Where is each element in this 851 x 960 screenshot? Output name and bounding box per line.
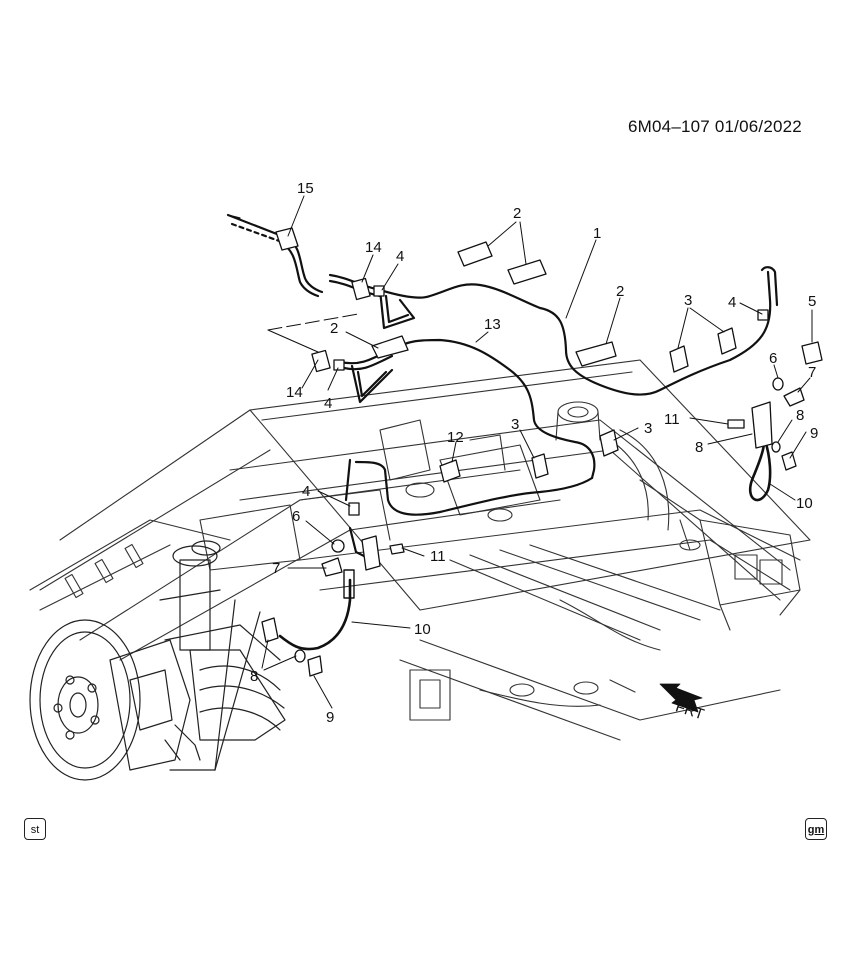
callout-13: 13 [484,316,501,333]
callout-3-lower-left: 3 [511,416,519,433]
bracket-7-right [783,387,805,407]
callout-6-right: 6 [769,350,777,367]
callout-12: 12 [447,429,464,446]
clip-3-lower-a [531,453,549,479]
fitting-4-left [348,502,360,516]
fitting-4-upper [373,285,385,297]
union-14-lower [311,349,331,373]
fitting-4-lower [333,359,345,371]
callout-14-lower: 14 [286,384,303,401]
callout-2-lower: 2 [330,320,338,337]
bolt-11-right [727,419,745,429]
gm-logo-badge: gm [805,818,827,840]
sensor-8-right [771,441,781,453]
alignment-lines [267,313,359,353]
callout-8-right-upper: 8 [796,407,804,424]
clip-2-upper-b [507,259,547,285]
junction-block-15 [275,227,299,251]
callout-6-left: 6 [292,508,300,525]
drawing-reference-number: 6M04–107 01/06/2022 [628,117,802,136]
callout-3-lower-right: 3 [644,420,652,437]
callout-4-right: 4 [728,294,736,311]
junction-5 [801,341,823,365]
front-direction-arrow [659,683,703,713]
callout-11-left: 11 [430,548,446,565]
callout-15: 15 [297,180,314,197]
callout-4-lower: 4 [324,395,332,412]
callout-8-left: 8 [250,668,258,685]
clip-3-upper-a [669,345,689,373]
union-14-upper [351,277,371,301]
callout-2-mid: 2 [616,283,624,300]
callout-5: 5 [808,293,816,310]
callout-8-right: 8 [695,439,703,456]
fitting-4-right [757,309,769,321]
callout-7-right: 7 [808,364,816,381]
clip-2-mid [575,341,617,367]
leader-lines [261,195,813,709]
bolt-9-left [307,655,323,677]
bracket-7-left [321,557,343,577]
callout-11-right: 11 [664,411,680,428]
callout-14-upper: 14 [365,239,382,256]
callout-9-right: 9 [810,425,818,442]
callout-4-left: 4 [302,483,310,500]
hose-bracket-right [751,401,773,449]
sensor-8-left-a [261,617,279,643]
brake-lines [226,213,779,651]
callout-3-upper: 3 [684,292,692,309]
clip-2-upper-a [457,241,493,267]
callout-1: 1 [593,225,601,242]
clip-3-upper-b [717,327,737,355]
vehicle-frame [29,359,811,741]
callout-2-upper: 2 [513,205,521,222]
bolt-9-right [781,451,797,471]
callout-10-right: 10 [796,495,813,512]
left-corner-badge: st [24,818,46,840]
clip-3-lower-b [599,429,619,457]
washer-6-right [772,377,784,391]
rear-wheel-hub-assembly [29,540,286,781]
callout-labels: 15 14 4 2 1 2 3 4 5 13 2 14 4 6 7 11 8 9… [250,180,818,726]
callout-9-left: 9 [326,709,334,726]
clip-2-lower [371,335,409,359]
hose-bracket-left [361,535,381,571]
callout-4-upper: 4 [396,248,404,265]
front-arrow-label: FRT [673,698,706,723]
clip-12 [439,459,461,483]
callout-10-left: 10 [414,621,431,638]
clips-and-fittings [261,227,823,677]
washer-6-left [331,539,345,553]
bolt-11-left [389,543,405,555]
callout-7-left: 7 [272,560,280,577]
